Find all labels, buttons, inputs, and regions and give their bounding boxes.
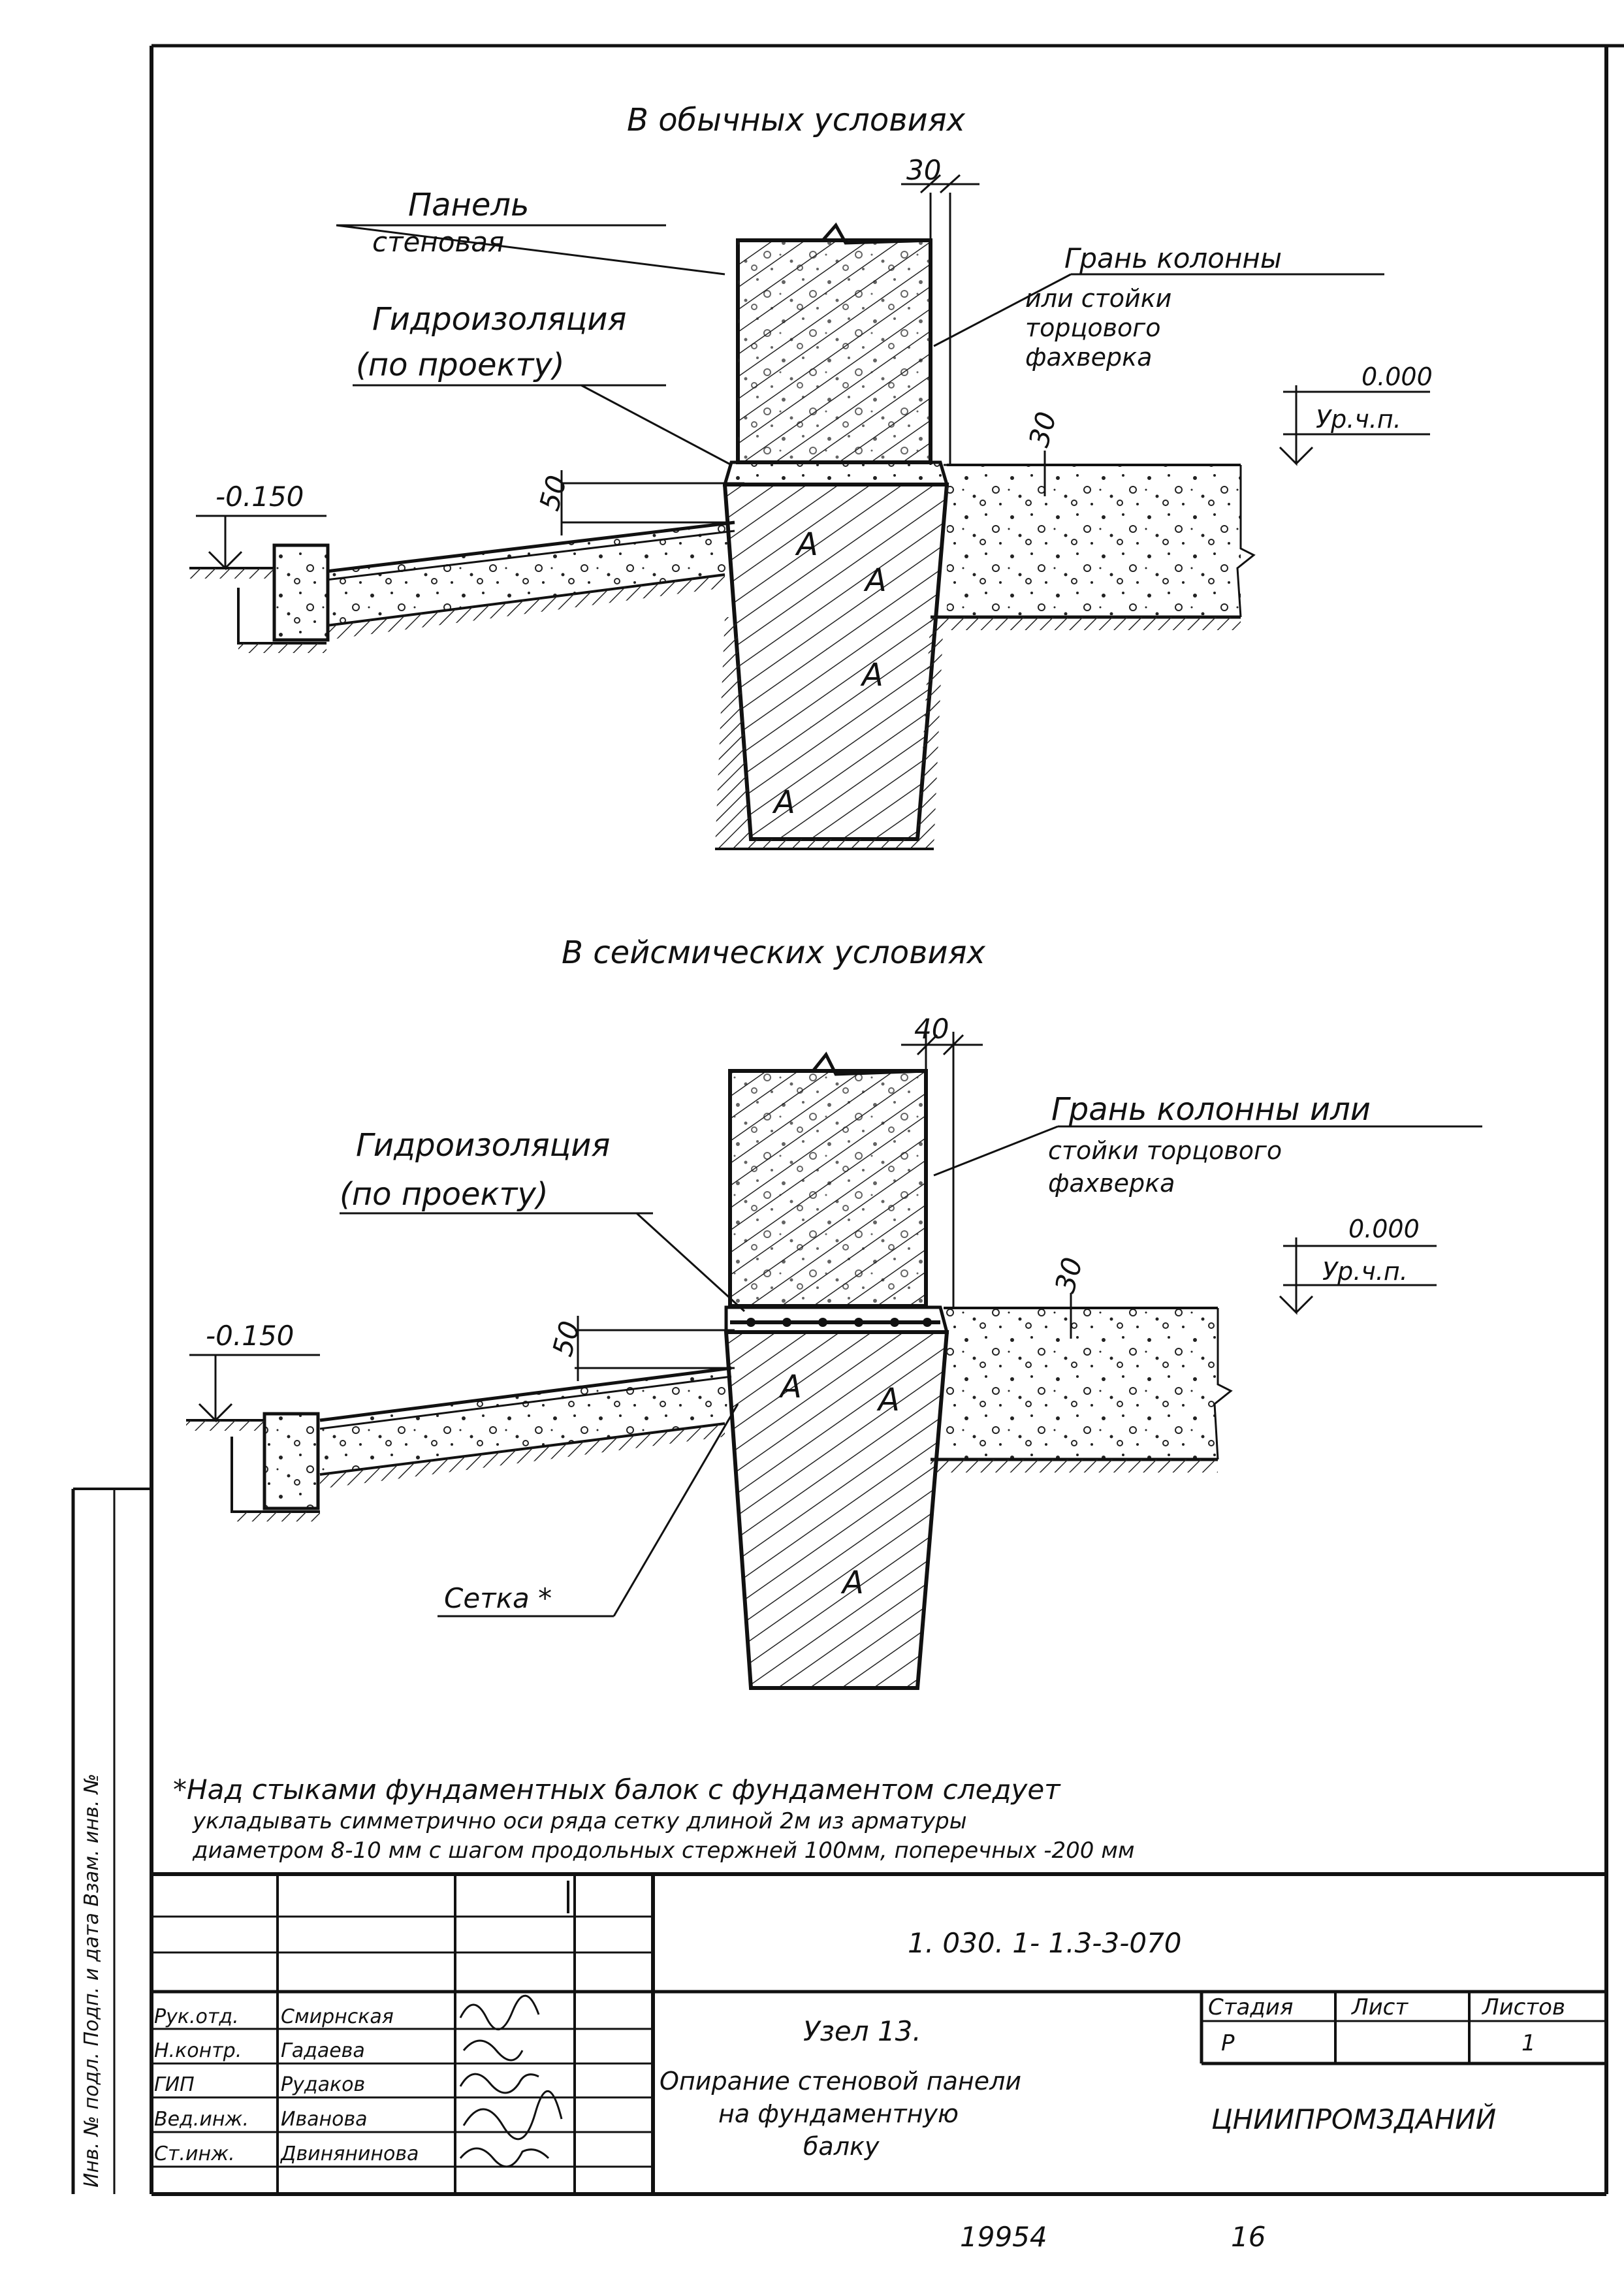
sheet-frame [71, 44, 1624, 2196]
beam-mark-top-2: А [863, 562, 887, 599]
dim-30-top: 30 [906, 154, 941, 186]
stage-value: Р [1221, 2030, 1235, 2056]
waterproof-top-line2: (по проекту) [356, 347, 565, 383]
dim-40-top: 40 [914, 1013, 949, 1045]
footnote: *Над стыками фундаментных балок с фундам… [173, 1774, 1135, 1864]
dim-50-top: 50 [533, 472, 573, 514]
note-line3: диаметром 8-10 мм с шагом продольных сте… [192, 1838, 1135, 1864]
bottom-section-title: В сейсмических условиях [562, 934, 985, 971]
sheet-header: Лист [1350, 1994, 1409, 2020]
column-face-bottom-line3: фахверка [1048, 1169, 1175, 1198]
top-detail: А А А А 30 30 50 -0.150 0.000 Ур.ч.п. [189, 102, 1433, 850]
top-section-title: В обычных условиях [627, 102, 966, 138]
desc-line3: балку [803, 2132, 880, 2161]
beam-mark-bottom-2: А [876, 1382, 900, 1418]
sheets-header: Листов [1481, 1994, 1565, 2020]
node-title: Узел 13. [803, 2015, 921, 2047]
name-4: Иванова [281, 2108, 368, 2131]
mesh-label: Сетка * [444, 1582, 552, 1614]
waterproof-bottom-line2: (по проекту) [340, 1176, 549, 1213]
level-minus-bottom: -0.150 [206, 1320, 294, 1352]
name-3: Рудаков [281, 2073, 365, 2096]
role-4: Вед.инж. [154, 2108, 249, 2131]
signatures [459, 1994, 563, 2168]
level-floor-bottom: Ур.ч.п. [1322, 1257, 1408, 1286]
panel-label-line2: стеновая [372, 226, 504, 258]
column-face-top-line2: или стойки [1025, 284, 1171, 313]
beam-mark-bottom-3: А [840, 1565, 864, 1601]
beam-mark-top-4: А [772, 784, 795, 821]
dim-30-side-bottom: 30 [1049, 1254, 1089, 1296]
role-3: ГИП [154, 2073, 195, 2096]
desc-line2: на фундаментную [718, 2099, 959, 2128]
name-1: Смирнская [281, 2005, 394, 2028]
title-block: 1. 030. 1- 1.3-3-070 Узел 13. Опирание с… [151, 1872, 1606, 2194]
side-stamp-text: Инв. № подл. Подп. и дата Взам. инв. № [80, 1774, 103, 2188]
column-face-top-line3: торцового [1025, 313, 1160, 342]
level-minus-top: -0.150 [215, 481, 304, 513]
name-2: Гадаева [281, 2039, 365, 2062]
panel-label-line1: Панель [408, 187, 529, 223]
role-5: Ст.инж. [154, 2143, 235, 2165]
role-2: Н.контр. [154, 2039, 242, 2062]
beam-mark-top-3: А [860, 657, 884, 693]
desc-line1: Опирание стеновой панели [660, 2067, 1021, 2095]
bottom-detail: В сейсмических условиях А [186, 934, 1482, 1690]
doc-code: 1. 030. 1- 1.3-3-070 [908, 1927, 1182, 1959]
beam-mark-bottom-1: А [778, 1369, 802, 1405]
dim-30-side-top: 30 [1023, 408, 1062, 450]
note-line1: *Над стыками фундаментных балок с фундам… [173, 1774, 1061, 1806]
beam-mark-top-1: А [795, 526, 818, 563]
level-floor-top: Ур.ч.п. [1316, 405, 1401, 434]
column-face-bottom-line2: стойки торцового [1048, 1136, 1282, 1165]
column-face-top-line4: фахверка [1025, 343, 1152, 372]
page-number: 16 [1231, 2221, 1266, 2253]
role-1: Рук.отд. [154, 2005, 239, 2028]
archive-number: 19954 [960, 2221, 1047, 2253]
waterproof-bottom-line1: Гидроизоляция [356, 1127, 610, 1164]
column-face-top-line1: Грань колонны [1064, 242, 1282, 274]
stage-header: Стадия [1208, 1994, 1293, 2020]
level-zero-top: 0.000 [1361, 362, 1433, 391]
waterproof-top-line1: Гидроизоляция [372, 301, 626, 338]
level-zero-bottom: 0.000 [1348, 1215, 1420, 1243]
organization: ЦНИИПРОМЗДАНИЙ [1211, 2103, 1496, 2135]
dim-50-bottom: 50 [546, 1318, 586, 1360]
column-face-bottom-line1: Грань колонны или [1051, 1091, 1371, 1128]
sheets-value: 1 [1521, 2030, 1536, 2056]
name-5: Двинянинова [279, 2143, 419, 2165]
note-line2: укладывать симметрично оси ряда сетку дл… [192, 1808, 967, 1834]
